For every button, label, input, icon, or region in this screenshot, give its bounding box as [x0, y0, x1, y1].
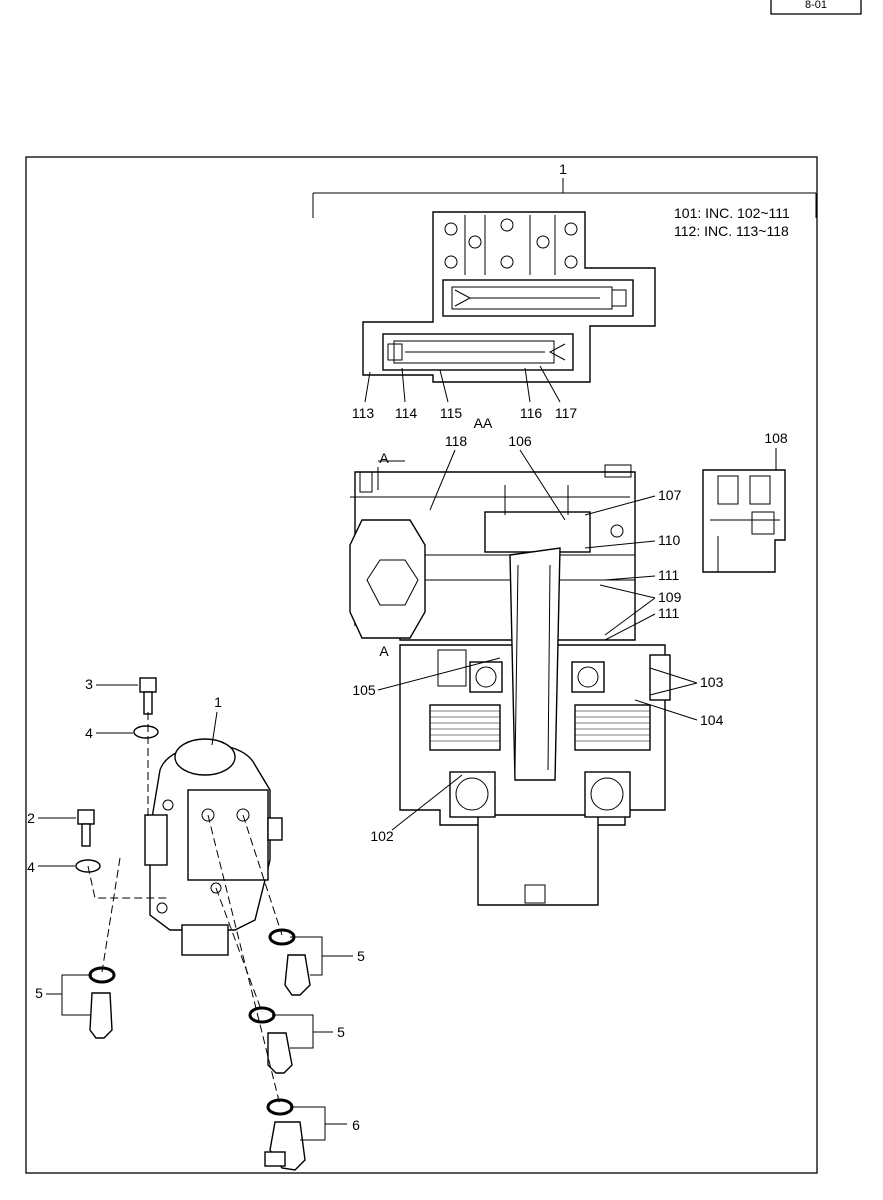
label-1-exploded: 1 — [214, 694, 222, 710]
page-number: 8-01 — [805, 0, 827, 11]
label-5-left: 5 — [35, 985, 43, 1001]
label-106: 106 — [508, 433, 532, 449]
assembly-bracket: 1 — [312, 161, 817, 218]
label-5-middle: 5 — [337, 1024, 345, 1040]
view-a-top: A — [379, 450, 389, 466]
relief-valve-detail — [702, 469, 786, 573]
assembly-callout: 1 — [559, 161, 567, 177]
label-4-bottom: 4 — [27, 859, 35, 875]
label-117: 117 — [555, 405, 578, 421]
brake-disc-pack-right — [574, 704, 651, 751]
brake-disc-pack-left — [429, 704, 501, 751]
label-3: 3 — [85, 676, 93, 692]
label-114: 114 — [395, 405, 418, 421]
label-4-top: 4 — [85, 725, 93, 741]
note-101: 101: INC. 102~111 — [674, 205, 790, 221]
label-104: 104 — [700, 712, 724, 728]
label-115: 115 — [440, 405, 463, 421]
label-111-b: 111 — [658, 605, 679, 621]
motor-cross-section — [349, 464, 671, 906]
label-108: 108 — [764, 430, 788, 446]
label-5-right: 5 — [357, 948, 365, 964]
diagram-frame — [25, 156, 818, 1174]
label-6: 6 — [352, 1117, 360, 1133]
control-valve-section — [362, 211, 656, 403]
note-112: 112: INC. 113~118 — [674, 223, 789, 239]
label-116: 116 — [520, 405, 543, 421]
label-118: 118 — [445, 433, 468, 449]
label-107: 107 — [658, 487, 682, 503]
view-a-bottom: A — [379, 643, 389, 659]
label-103: 103 — [700, 674, 724, 690]
label-113: 113 — [352, 405, 375, 421]
page-number-box: 8-01 — [770, 0, 862, 15]
label-2: 2 — [27, 810, 35, 826]
exploded-motor-view — [75, 677, 311, 1171]
label-105: 105 — [352, 682, 376, 698]
label-110: 110 — [658, 532, 681, 548]
section-label-aa: AA — [474, 415, 493, 431]
label-109: 109 — [658, 589, 682, 605]
label-102: 102 — [370, 828, 394, 844]
label-111-a: 111 — [658, 567, 679, 583]
